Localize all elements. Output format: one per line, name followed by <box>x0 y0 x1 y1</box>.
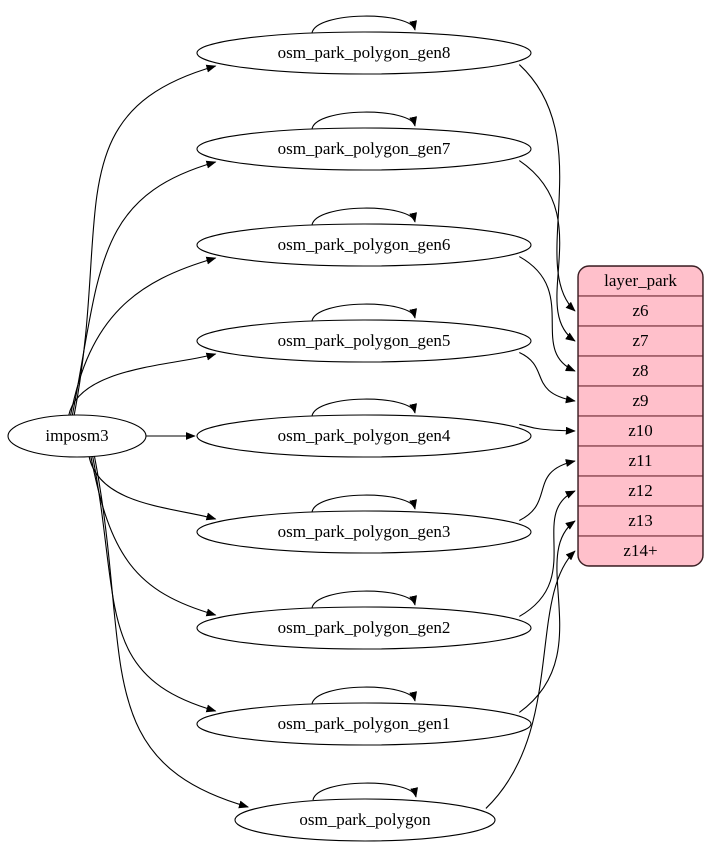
edge-imposm3-to-gen2 <box>90 455 217 617</box>
table-title: layer_park <box>604 271 677 290</box>
cell-bg <box>578 325 703 357</box>
node-label: osm_park_polygon_gen2 <box>278 618 451 637</box>
node-layer: osm_park_polygon_gen8 osm_park_polygon_ge… <box>7 31 532 842</box>
edge-imposm3-to-gen8 <box>73 64 217 417</box>
zoom-level-label: z8 <box>632 361 648 380</box>
zoom-level-label: z11 <box>629 451 653 470</box>
cell-bg <box>578 475 703 507</box>
node-shape <box>196 414 532 458</box>
node-gen3[interactable]: osm_park_polygon_gen3 <box>196 510 532 554</box>
node-label: osm_park_polygon_gen8 <box>278 43 451 62</box>
node-shape <box>196 510 532 554</box>
zoom-level-label: z7 <box>632 331 649 350</box>
self-loop-edge <box>311 686 417 705</box>
node-gen1[interactable]: osm_park_polygon_gen1 <box>196 702 532 746</box>
node-gen4[interactable]: osm_park_polygon_gen4 <box>196 414 532 458</box>
node-label: osm_park_polygon <box>299 810 431 829</box>
node-label: osm_park_polygon_gen7 <box>278 139 451 158</box>
table-header-cell: layer_park <box>578 266 703 297</box>
edge-gen3-to-z11 <box>519 459 576 521</box>
node-base[interactable]: osm_park_polygon <box>234 798 496 842</box>
self-loop-edge <box>311 15 417 34</box>
self-loop-edge <box>311 494 417 513</box>
edge-layer <box>68 15 576 809</box>
edge-gen2-to-z12 <box>519 490 576 617</box>
node-shape <box>196 31 532 75</box>
zoom-level-label: z10 <box>628 421 653 440</box>
node-shape <box>7 414 147 458</box>
self-loop-edge <box>311 398 417 417</box>
edge-imposm3-to-base <box>93 455 249 809</box>
edge-base-to-z14+ <box>485 550 576 809</box>
edge-gen7-to-z7 <box>519 160 576 342</box>
table-row-z13[interactable]: z13 <box>578 505 703 537</box>
edge-imposm3-to-gen1 <box>92 455 217 713</box>
edge-imposm3-to-gen7 <box>71 160 217 417</box>
node-gen7[interactable]: osm_park_polygon_gen7 <box>196 127 532 171</box>
node-shape <box>234 798 496 842</box>
zoom-level-label: z6 <box>632 301 648 320</box>
self-loop-edge <box>311 111 417 130</box>
zoom-level-label: z9 <box>632 391 648 410</box>
edge-gen4-to-z10 <box>519 423 576 435</box>
edge-imposm3-to-gen3 <box>88 455 217 521</box>
table-layer-park: layer_park z6 z7 z8 z9 z10 z11 z12 z13 z14+ <box>577 265 704 567</box>
cell-bg <box>578 415 703 447</box>
node-shape <box>196 127 532 171</box>
table-row-z12[interactable]: z12 <box>578 475 703 507</box>
table-row-z6[interactable]: z6 <box>578 295 703 327</box>
self-loop-edge <box>311 303 417 322</box>
node-label: imposm3 <box>45 426 108 445</box>
edge-imposm3-to-gen5 <box>68 352 217 417</box>
table-row-z8[interactable]: z8 <box>578 355 703 387</box>
zoom-level-label: z12 <box>628 481 653 500</box>
edge-imposm3-to-gen6 <box>69 256 217 417</box>
node-gen6[interactable]: osm_park_polygon_gen6 <box>196 223 532 267</box>
table-row-z10[interactable]: z10 <box>578 415 703 447</box>
table-row-z14+[interactable]: z14+ <box>578 535 703 566</box>
self-loop-edge <box>311 590 417 609</box>
edge-gen6-to-z8 <box>519 256 576 372</box>
table-outline <box>577 265 704 567</box>
zoom-level-label: z13 <box>628 511 653 530</box>
table-row-z7[interactable]: z7 <box>578 325 703 357</box>
node-shape <box>196 702 532 746</box>
table-row-z11[interactable]: z11 <box>578 445 703 477</box>
cell-bg <box>578 385 703 417</box>
node-label: osm_park_polygon_gen5 <box>278 331 451 350</box>
cell-bg <box>578 505 703 537</box>
node-imposm3[interactable]: imposm3 <box>7 414 147 458</box>
zoom-level-label: z14+ <box>623 541 657 560</box>
node-label: osm_park_polygon_gen6 <box>278 235 451 254</box>
node-gen8[interactable]: osm_park_polygon_gen8 <box>196 31 532 75</box>
self-loop-edge <box>312 782 418 801</box>
edge-gen5-to-z9 <box>519 352 576 404</box>
edge-gen1-to-z13 <box>518 520 576 713</box>
cell-bg <box>578 445 703 477</box>
node-shape <box>196 319 532 363</box>
node-shape <box>196 606 532 650</box>
edge-gen8-to-z6 <box>518 64 576 312</box>
self-loop-edge <box>311 207 417 226</box>
node-label: osm_park_polygon_gen1 <box>278 714 451 733</box>
node-gen5[interactable]: osm_park_polygon_gen5 <box>196 319 532 363</box>
node-label: osm_park_polygon_gen3 <box>278 522 451 541</box>
cell-bg <box>578 535 703 566</box>
table-row-z9[interactable]: z9 <box>578 385 703 417</box>
node-shape <box>196 223 532 267</box>
node-gen2[interactable]: osm_park_polygon_gen2 <box>196 606 532 650</box>
node-label: osm_park_polygon_gen4 <box>278 426 451 445</box>
